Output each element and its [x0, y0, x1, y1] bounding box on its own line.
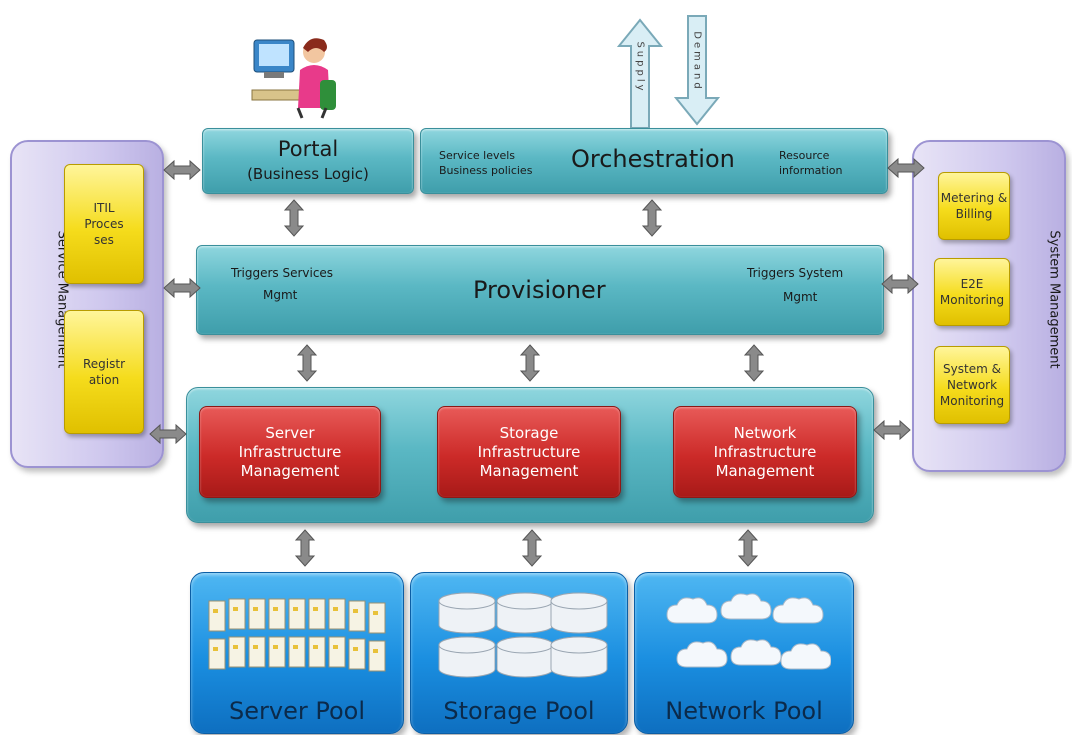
registration-box: Registr ation	[64, 310, 144, 434]
e2e-monitoring-box: E2E Monitoring	[934, 258, 1010, 326]
orchestration-box: Service levels Business policies Orchest…	[420, 128, 888, 194]
provisioner-right-note-1: Triggers System	[747, 266, 844, 280]
infrastructure-container: Server Infrastructure Management Storage…	[186, 387, 874, 523]
server-pool-arrow	[295, 529, 315, 567]
storage-pool: Storage Pool	[410, 572, 628, 734]
portal-provisioner-arrow	[284, 199, 304, 237]
portal-subtitle: (Business Logic)	[247, 165, 369, 183]
system-infrastructure-arrow	[873, 420, 911, 440]
system-network-monitoring-box: System & Network Monitoring	[934, 346, 1010, 424]
provisioner-left-note-2: Mgmt	[263, 288, 298, 302]
server-icon	[208, 598, 386, 672]
server-pool: Server Pool	[190, 572, 404, 734]
orchestration-title: Orchestration	[571, 145, 735, 173]
disk-icon	[438, 592, 608, 678]
orchestration-right-note-1: Resource	[779, 149, 830, 162]
orchestration-left-note-2: Business policies	[439, 164, 533, 177]
storage-infrastructure-box: Storage Infrastructure Management	[437, 406, 621, 498]
itil-processes-box: ITIL Proces ses	[64, 164, 144, 284]
server-pool-label: Server Pool	[229, 697, 365, 725]
metering-billing-box: Metering & Billing	[938, 172, 1010, 240]
orchestration-right-note-2: information	[779, 164, 843, 177]
provisioner-server-arrow	[297, 344, 317, 382]
network-infrastructure-box: Network Infrastructure Management	[673, 406, 857, 498]
orchestration-left-note-1: Service levels	[439, 149, 516, 162]
provisioner-storage-arrow	[520, 344, 540, 382]
network-pool-label: Network Pool	[665, 697, 823, 725]
portal-box: Portal (Business Logic)	[202, 128, 414, 194]
provisioner-box: Triggers Services Mgmt Provisioner Trigg…	[196, 245, 884, 335]
demand-arrow	[672, 14, 722, 126]
provisioner-network-arrow	[744, 344, 764, 382]
cloud-icon	[666, 593, 831, 670]
provisioner-right-note-2: Mgmt	[783, 290, 818, 304]
network-pool-arrow	[738, 529, 758, 567]
server-infrastructure-box: Server Infrastructure Management	[199, 406, 381, 498]
portal-title: Portal	[277, 137, 339, 161]
system-orchestration-arrow	[887, 158, 925, 178]
network-pool: Network Pool	[634, 572, 854, 734]
service-infrastructure-arrow	[149, 424, 187, 444]
provisioner-left-note-1: Triggers Services	[231, 266, 334, 280]
system-provisioner-arrow	[881, 274, 919, 294]
user-at-computer-icon	[250, 30, 340, 120]
system-management-panel: System Management Metering & Billing E2E…	[912, 140, 1066, 472]
provisioner-title: Provisioner	[473, 276, 606, 304]
service-provisioner-arrow	[163, 278, 201, 298]
orchestration-provisioner-arrow	[642, 199, 662, 237]
storage-pool-arrow	[522, 529, 542, 567]
service-management-panel: Service Management ITIL Proces ses Regis…	[10, 140, 164, 468]
service-portal-arrow	[163, 160, 201, 180]
storage-pool-label: Storage Pool	[443, 697, 595, 725]
